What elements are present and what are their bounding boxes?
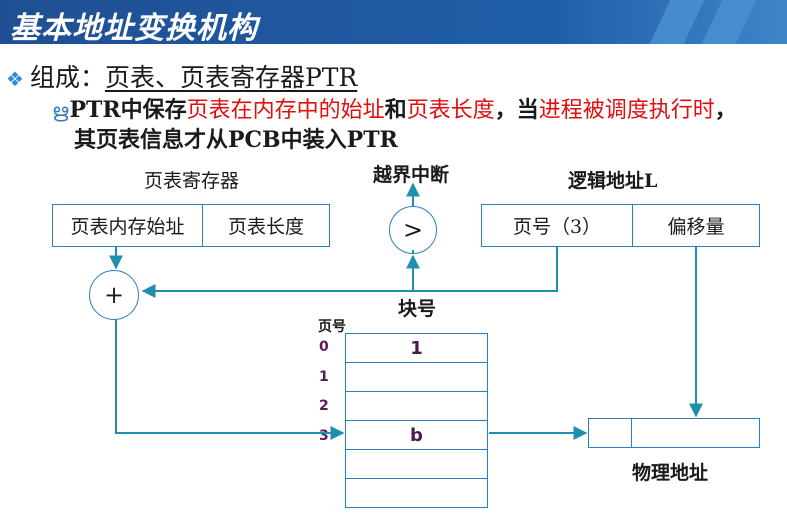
- page-table-row: [345, 478, 488, 508]
- physical-offset-field: [631, 418, 760, 448]
- sub-bullet-line-1: ഋPTR中保存页表在内存中的始址和页表长度，当进程被调度执行时，: [52, 92, 737, 124]
- slide-title: 基本地址变换机构: [10, 11, 258, 46]
- sub-bullet-line-2: 其页表信息才从PCB中装入PTR: [74, 127, 398, 153]
- page-number-column-label: 页号: [318, 319, 346, 335]
- page-index-0: 0: [319, 339, 329, 355]
- adder-to-table-arrow: [115, 320, 345, 440]
- overflow-interrupt-label: 越界中断: [373, 164, 450, 186]
- diamond-bullet-icon: ❖: [6, 67, 24, 91]
- sub-red-3: 进程被调度执行时: [538, 98, 715, 123]
- page-number-to-adder-arrow: [141, 247, 558, 298]
- sub-red-1: 页表在内存中的始址: [186, 98, 385, 123]
- physical-block-field: [588, 418, 632, 448]
- page-number-field: 页号（3）: [481, 204, 633, 247]
- physical-address-label: 物理地址: [632, 462, 709, 484]
- title-bar: 基本地址变换机构: [0, 0, 787, 46]
- bullet-underlined: 页表、页表寄存器PTR: [104, 63, 358, 92]
- page-index-3: 3: [319, 428, 329, 444]
- sub-text-2: 和: [384, 97, 407, 123]
- ptr-start-field: 页表内存始址: [52, 204, 203, 247]
- bullet-prefix: 组成：: [29, 63, 105, 92]
- sub-text-4: ，: [714, 97, 737, 123]
- page-table-row: 1: [345, 333, 488, 363]
- sub-bullet-icon: ഋ: [52, 100, 69, 122]
- page-table-register-label: 页表寄存器: [144, 170, 240, 192]
- offset-field: 偏移量: [632, 204, 760, 247]
- adder-circle: +: [89, 270, 139, 320]
- page-table-row: b: [345, 420, 488, 450]
- sub-text-1: PTR中保存: [69, 97, 187, 123]
- bullet-line: ❖组成：页表、页表寄存器PTR: [6, 58, 357, 94]
- page-index-2: 2: [319, 398, 329, 414]
- ptr-length-field: 页表长度: [202, 204, 330, 247]
- sub-text-3: ，当: [494, 97, 539, 123]
- page-index-1: 1: [319, 369, 329, 385]
- logical-address-label: 逻辑地址L: [568, 170, 658, 192]
- page-table-row: [345, 362, 488, 392]
- sub-red-2: 页表长度: [406, 98, 495, 123]
- block-number-label: 块号: [398, 298, 437, 320]
